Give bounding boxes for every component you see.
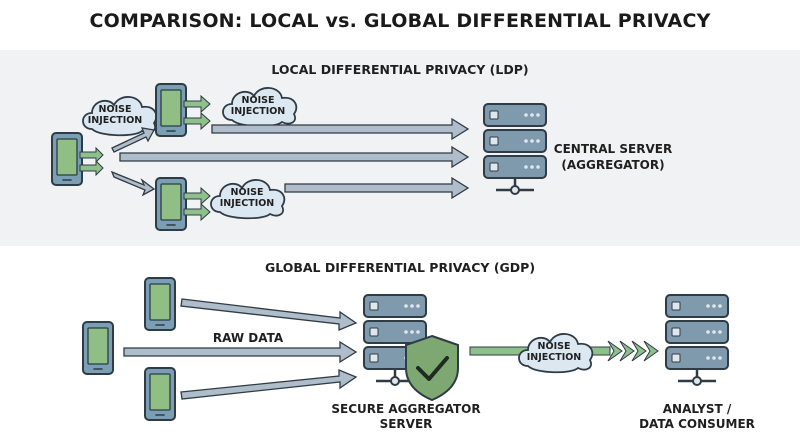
noise-label: INJECTION (527, 352, 582, 363)
ldp-source-device-icon (51, 132, 83, 186)
ldp-section-background (0, 50, 800, 246)
ldp-upper-noise-cloud-icon: NOISE INJECTION (222, 87, 298, 128)
shield-check-icon (405, 334, 459, 402)
ldp-source-noise-cloud-icon: NOISE INJECTION (82, 96, 158, 137)
central-server-sublabel: (AGGREGATOR) (561, 158, 664, 172)
ldp-upper-device-icon (155, 83, 187, 137)
analyst-label: ANALYST / (663, 402, 732, 416)
noise-label: INJECTION (88, 115, 143, 126)
ldp-arrow-lower-to-server (284, 176, 470, 200)
ldp-arrow-source-to-server (119, 145, 470, 169)
gdp-upper-device-icon (144, 277, 176, 331)
secure-aggregator-sublabel: SERVER (380, 417, 433, 431)
ldp-lower-green-arrow-icon (183, 202, 211, 222)
noise-label: INJECTION (231, 106, 286, 117)
noise-label: NOISE (231, 187, 264, 198)
ldp-lower-noise-cloud-icon: NOISE INJECTION (210, 179, 286, 220)
noise-label: INJECTION (220, 198, 275, 209)
noise-label: NOISE (538, 341, 571, 352)
gdp-noise-cloud-icon: NOISE INJECTION (518, 333, 594, 374)
ldp-arrow-upper-to-server (211, 117, 470, 141)
noise-label: NOISE (242, 95, 275, 106)
ldp-source-green-arrow-icon (79, 146, 104, 164)
central-server-label: CENTRAL SERVER (554, 142, 672, 156)
noise-label: NOISE (99, 104, 132, 115)
central-server-icon (482, 102, 548, 196)
ldp-arrow-to-lower-device (110, 170, 156, 197)
gdp-heading: GLOBAL DIFFERENTIAL PRIVACY (GDP) (264, 260, 536, 275)
gdp-arrow-middle-to-aggregator (123, 340, 358, 364)
ldp-heading: LOCAL DIFFERENTIAL PRIVACY (LDP) (271, 62, 529, 77)
analyst-sublabel: DATA CONSUMER (639, 417, 755, 431)
ldp-arrow-to-upper-device (111, 127, 156, 153)
ldp-source-green-arrow-icon (79, 159, 104, 177)
gdp-arrow-lower-to-aggregator (180, 369, 358, 400)
ldp-upper-green-arrow-icon (183, 111, 211, 131)
analyst-server-icon (664, 293, 730, 387)
ldp-upper-green-arrow-icon (183, 94, 211, 114)
ldp-lower-device-icon (155, 177, 187, 231)
gdp-middle-device-icon (82, 321, 114, 375)
diagram-title: COMPARISON: LOCAL vs. GLOBAL DIFFERENTIA… (89, 10, 711, 32)
ldp-lower-green-arrow-icon (183, 186, 211, 206)
secure-aggregator-label: SECURE AGGREGATOR (331, 402, 480, 416)
gdp-chevron-arrows-icon (607, 340, 659, 362)
gdp-lower-device-icon (144, 367, 176, 421)
raw-data-label: RAW DATA (213, 331, 284, 345)
gdp-arrow-upper-to-aggregator (180, 298, 358, 331)
